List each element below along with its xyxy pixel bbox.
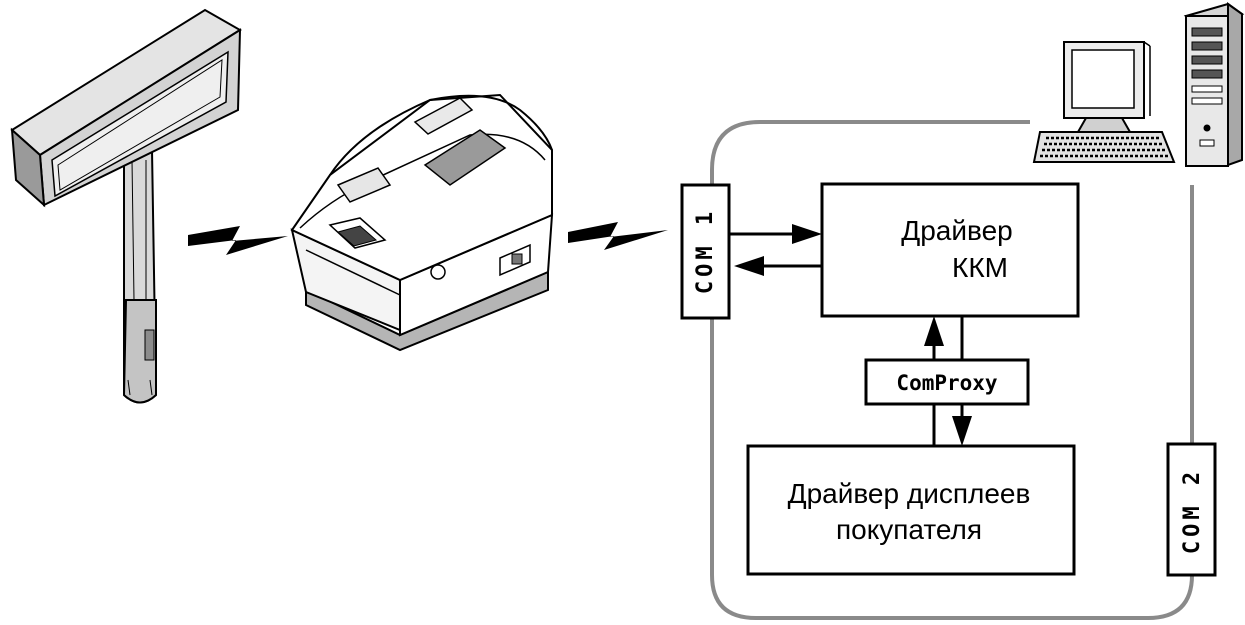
comproxy-box	[864, 358, 1030, 406]
display-driver-box	[746, 444, 1076, 576]
kkm-driver-label-line2: ККМ	[952, 252, 1008, 283]
arrow-com1-to-kkm	[730, 224, 822, 244]
customer-display-icon	[10, 8, 242, 404]
computer-monitor-icon	[1063, 41, 1151, 133]
lightning-link-icon	[188, 226, 288, 255]
pc-boundary	[710, 120, 1194, 620]
com2-label: COM 2	[1180, 468, 1205, 554]
kkm-driver-label-line1: Драйвер	[901, 215, 1012, 246]
receipt-printer-icon	[290, 93, 554, 352]
display-driver-label-line2: покупателя	[836, 514, 982, 545]
com2-port	[1166, 442, 1217, 577]
com1-label: COM 1	[693, 208, 718, 294]
arrow-kkm-to-com1	[734, 256, 822, 276]
com1-port	[680, 183, 731, 320]
display-driver-label-line1: Драйвер дисплеев	[788, 478, 1031, 509]
comproxy-label: ComProxy	[896, 371, 998, 395]
kkm-driver-box	[820, 182, 1080, 318]
lightning-link-icon	[568, 222, 668, 250]
keyboard-icon	[1032, 131, 1176, 163]
pc-tower-icon	[1183, 2, 1245, 167]
